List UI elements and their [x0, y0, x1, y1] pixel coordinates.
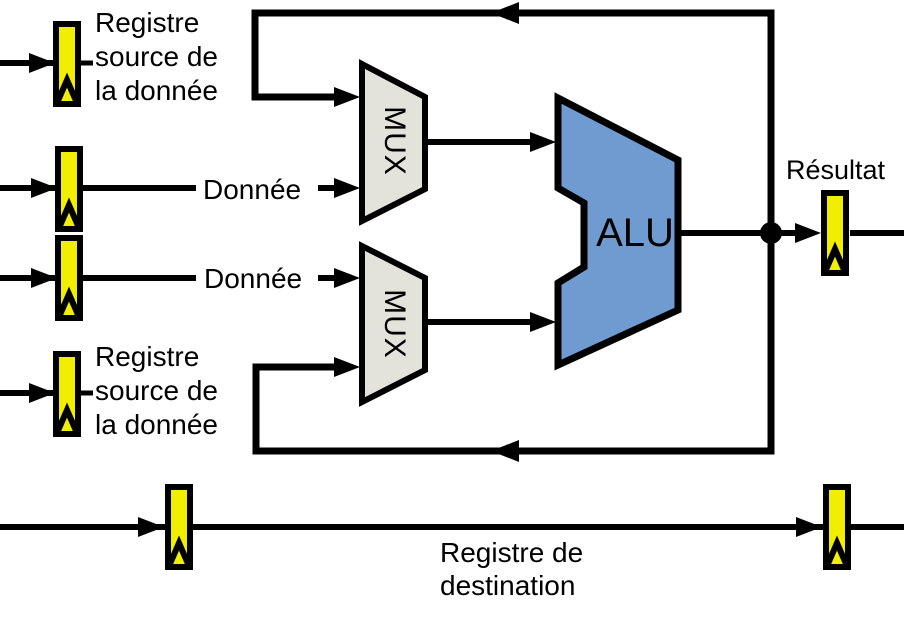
arrow-feedback-into-mux1-icon [334, 87, 360, 107]
arrow-direction-top-loop-icon [491, 2, 519, 24]
label-line: source de [95, 375, 218, 406]
arrow-feedback-into-mux2-icon [334, 357, 360, 377]
label-result: Résultat [786, 155, 886, 185]
register-data-2 [58, 238, 80, 318]
arrow-direction-bottom-loop-icon [491, 440, 519, 462]
label-mux-upper: MUX [378, 106, 411, 176]
label-line: la donnée [95, 409, 219, 440]
label-line: destination [440, 570, 576, 601]
arrow-into-dest-reg-left-icon [138, 517, 164, 537]
register-source-2 [56, 354, 78, 434]
arrow-into-reg2-icon [31, 178, 57, 198]
register-source-1 [56, 24, 78, 104]
register-destination-left [168, 487, 190, 567]
label-alu: ALU [596, 211, 674, 255]
label-line: Registre [95, 341, 200, 372]
label-line: Registre de [440, 537, 584, 568]
wire-feedback-top [251, 9, 775, 233]
arrow-mux1-into-alu-icon [530, 132, 556, 152]
arrow-into-reg1-icon [29, 53, 55, 73]
label-destination-register: Registre de destination [440, 536, 583, 602]
wire-junction-dot [760, 222, 782, 244]
label-data-1: Donnée [203, 174, 302, 205]
arrow-into-reg3-icon [31, 268, 57, 288]
arrow-into-reg4-icon [29, 383, 55, 403]
arrow-data2-into-mux2-icon [334, 268, 360, 288]
arrow-into-dest-reg-right-icon [796, 517, 822, 537]
label-line: la donnée [95, 75, 219, 106]
register-result [824, 193, 846, 273]
label-line: Registre [95, 7, 200, 38]
mux-upper-shape [359, 59, 428, 226]
label-line: source de [95, 41, 218, 72]
label-source-register-top: Registre source de la donnée [95, 6, 218, 108]
arrow-into-result-register-icon [795, 223, 821, 243]
register-destination-right [826, 487, 848, 567]
arrow-mux2-into-alu-icon [530, 312, 556, 332]
arrowheads [29, 2, 822, 537]
mux-lower-shape [359, 241, 428, 407]
label-data-2: Donnée [204, 263, 303, 294]
alu-shape [554, 92, 682, 371]
label-mux-lower: MUX [378, 289, 411, 359]
label-source-register-bottom: Registre source de la donnée [95, 340, 218, 442]
wire-feedback-bottom [252, 233, 775, 455]
arrow-data1-into-mux1-icon [334, 178, 360, 198]
register-data-1 [58, 149, 80, 229]
